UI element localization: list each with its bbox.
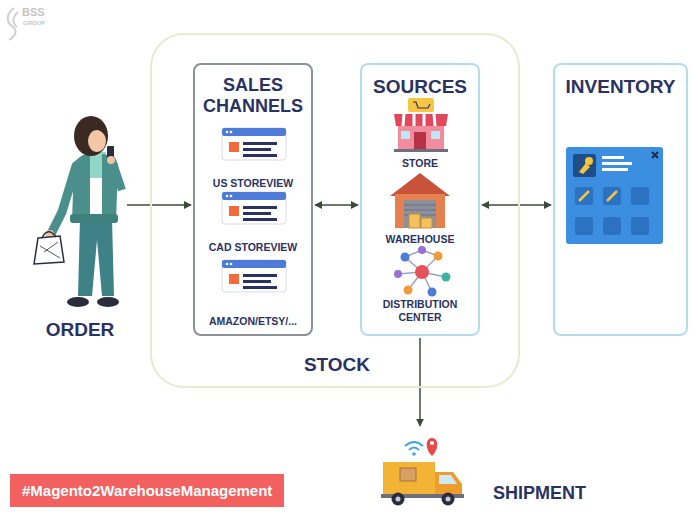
actor-node: ORDER [35, 110, 125, 350]
shipment-node: SHIPMENT [375, 428, 615, 513]
node-heading: SOURCES [362, 75, 478, 98]
node-heading: INVENTORY [555, 75, 686, 98]
network-icon [394, 246, 451, 297]
item-label: WAREHOUSE [362, 233, 478, 246]
node-heading: SALES CHANNELS [195, 75, 311, 117]
item-label: AMAZON/ETSY/... [195, 315, 311, 328]
flow-arrow [419, 338, 421, 426]
stock-region: STOCK SALES CHANNELS US STOREVIEW CAD STORE… [150, 33, 520, 388]
flow-arrow [315, 204, 358, 206]
storeview-icons [222, 128, 286, 292]
warehouse-icon [390, 173, 450, 228]
node-heading: STOCK [282, 353, 392, 376]
truck-icon [381, 438, 464, 506]
customer-figure [34, 116, 122, 307]
store-icon [394, 98, 448, 152]
inventory-box: INVENTORY [553, 63, 688, 336]
node-heading: ORDER [20, 318, 140, 341]
logo-text: BSS [22, 6, 45, 18]
item-label: DISTRIBUTION CENTER [376, 298, 464, 324]
flow-arrow [127, 204, 191, 206]
item-label: US STOREVIEW [195, 177, 311, 190]
hashtag-badge: #Magento2WarehouseManagement [10, 474, 284, 507]
item-label: STORE [362, 157, 478, 170]
logo-mark [8, 8, 18, 40]
sources-box: SOURCES STORE WAREHOUSE DISTRIBUTION CENTER [360, 63, 480, 336]
inventory-panel [566, 147, 663, 244]
channel-box: SALES CHANNELS US STOREVIEW CAD STOREVIEW A… [193, 63, 313, 336]
flow-arrow [482, 204, 551, 206]
item-label: CAD STOREVIEW [195, 241, 311, 254]
node-heading: SHIPMENT [493, 482, 613, 504]
logo-text: GROUP [23, 20, 45, 26]
